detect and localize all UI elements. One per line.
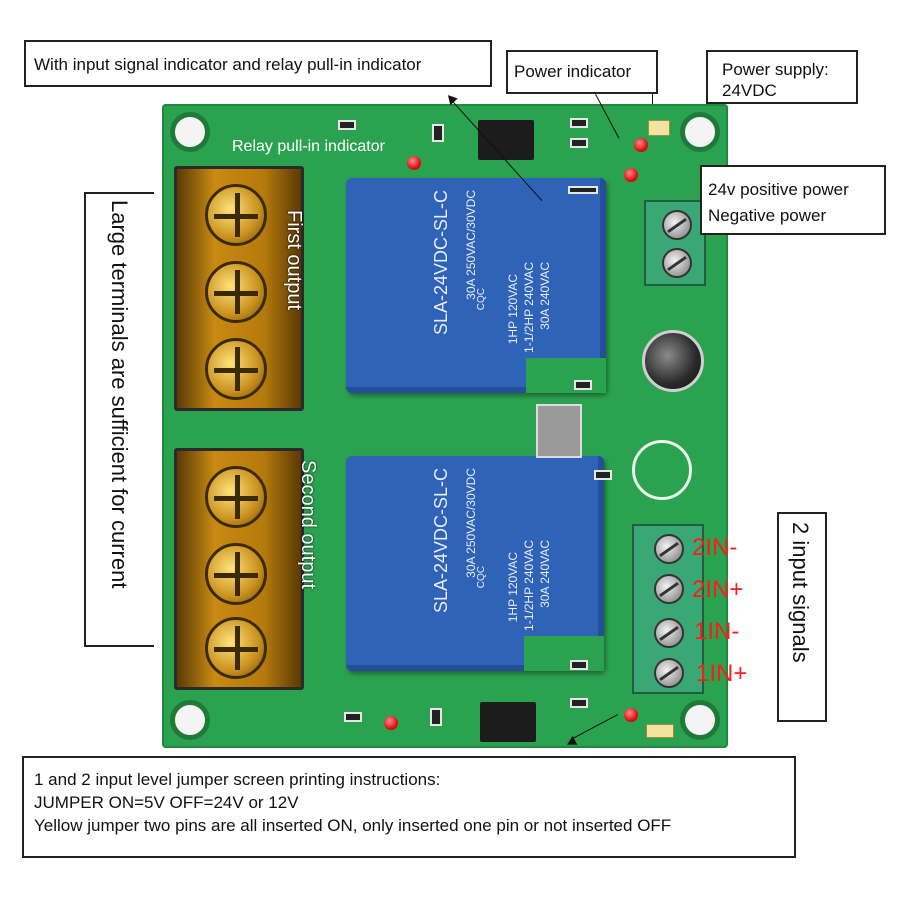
negative-power-text: Negative power [708,206,827,225]
smd-component [344,712,362,722]
positive-power-text: 24v positive power [708,180,849,199]
jumper-instructions-callout: 1 and 2 input level jumper screen printi… [22,756,796,858]
relay-amp-text: 30A 240VAC [538,540,552,608]
second-output-label: Second output [297,460,319,589]
relay-bottom: SLA-24VDC-SL-C 30A 250VAC/30VDC 1HP 120V… [346,456,604,671]
smd-component [430,708,442,726]
input-label-2in-minus: 2IN- [692,534,738,561]
power-indicator-text: Power indicator [514,62,632,81]
jumper-instructions-title: 1 and 2 input level jumper screen printi… [34,770,441,789]
optocoupler-ic [480,702,536,742]
smd-component [570,138,588,148]
input-relay-indicator-callout: With input signal indicator and relay pu… [24,40,492,87]
relay-board-pcb: SLA-24VDC-SL-C 30A 250VAC/30VDC 1HP 120V… [162,104,728,748]
input-led [624,708,638,722]
terminal-screw [654,574,684,604]
second-output-terminal-block [174,448,304,690]
power-indicator-callout: Power indicator [506,50,658,94]
smd-component [338,120,356,130]
cqc-mark: CQC [476,566,487,589]
relay-rating-text: 30A 250VAC/30VDC [464,190,478,300]
input-label-1in-minus: 1IN- [694,618,740,645]
mounting-hole [170,700,210,740]
first-output-terminal-block [174,166,304,411]
power-terminal-block [644,200,706,286]
power-led [634,138,648,152]
input-relay-indicator-text: With input signal indicator and relay pu… [34,55,422,74]
input-signals-callout [777,512,827,722]
smd-component [570,698,588,708]
relay-model-text: SLA-24VDC-SL-C [431,468,451,614]
regulator-ic [536,404,582,458]
input-jumper [646,724,674,738]
terminal-screw [205,617,267,679]
large-terminals-text: Large terminals are sufficient for curre… [107,200,132,589]
input-signals-text: 2 input signals [788,522,813,663]
terminal-screw [662,210,692,240]
capacitor-footprint [632,440,692,500]
smd-component [568,186,598,194]
first-output-label: First output [283,210,305,311]
terminal-screw [205,261,267,323]
relay-pullin-led [407,156,421,170]
relay-hp1-text: 1HP 120VAC [506,552,520,623]
electrolytic-capacitor [642,330,704,392]
relay-pullin-indicator-label: Relay pull-in indicator [232,138,385,155]
power-jumper [648,120,670,136]
terminal-screw [654,618,684,648]
terminal-screw [205,543,267,605]
cqc-mark: CQC [476,288,487,311]
large-terminals-callout [84,192,154,647]
relay-amp-text: 30A 240VAC [538,262,552,330]
mounting-hole [680,112,720,152]
terminal-screw [205,338,267,400]
terminal-screw [205,466,267,528]
mounting-hole [170,112,210,152]
relay-hp2-text: 1-1/2HP 240VAC [522,262,536,353]
power-supply-voltage: 24VDC [722,81,777,100]
input-terminal-block [632,524,704,694]
power-supply-callout: Power supply: 24VDC [706,50,858,104]
terminal-screw [662,248,692,278]
power-polarity-callout: 24v positive power Negative power [700,165,886,235]
terminal-screw [654,658,684,688]
relay-rating-text: 30A 250VAC/30VDC [464,468,478,578]
relay-top: SLA-24VDC-SL-C 30A 250VAC/30VDC 1HP 120V… [346,178,606,393]
relay-hp1-text: 1HP 120VAC [506,274,520,345]
terminal-screw [654,534,684,564]
relay-model-text: SLA-24VDC-SL-C [431,190,451,336]
relay-hp2-text: 1-1/2HP 240VAC [522,540,536,631]
smd-component [570,660,588,670]
power-supply-text: Power supply: [722,60,829,79]
input-label-2in-plus: 2IN+ [692,576,744,603]
power-led [624,168,638,182]
jumper-instructions-levels: JUMPER ON=5V OFF=24V or 12V [34,793,299,812]
terminal-screw [205,184,267,246]
smd-component [594,470,612,480]
smd-component [574,380,592,390]
mounting-hole [680,700,720,740]
input-label-1in-plus: 1IN+ [696,660,748,687]
input-led [384,716,398,730]
jumper-instructions-detail: Yellow jumper two pins are all inserted … [34,816,672,835]
smd-component [570,118,588,128]
smd-component [432,124,444,142]
